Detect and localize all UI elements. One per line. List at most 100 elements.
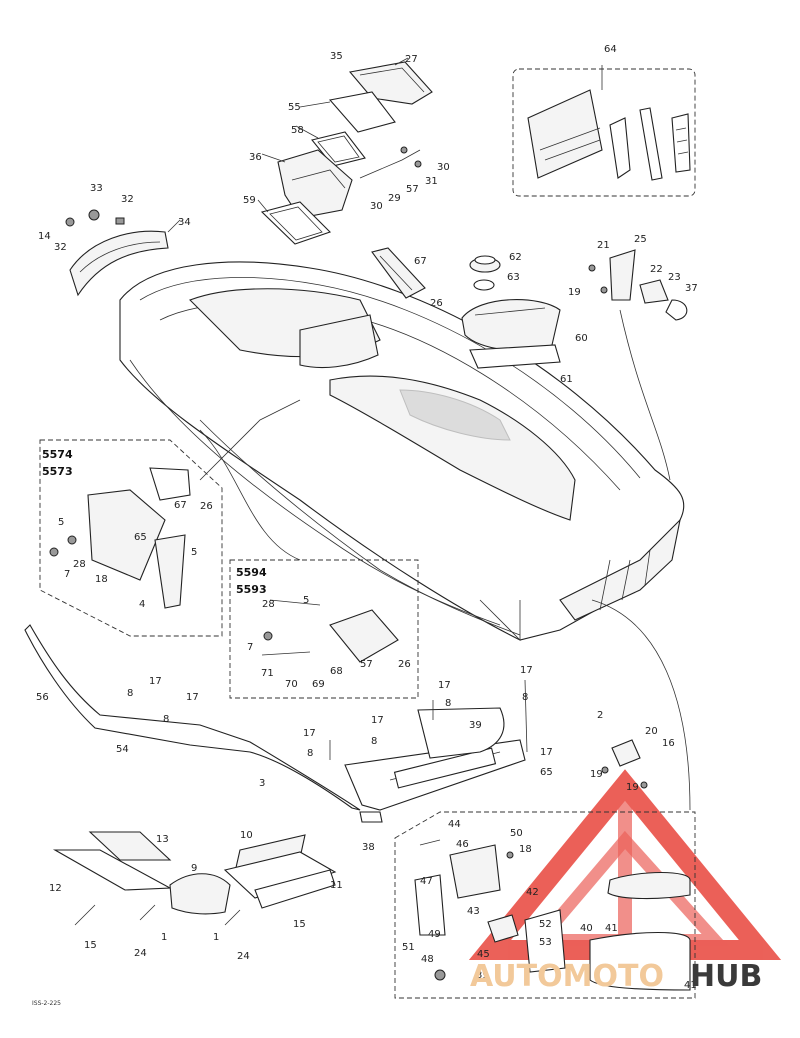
model-box-center <box>229 559 419 699</box>
callout: 46 <box>456 839 469 850</box>
callout: 55 <box>288 102 301 113</box>
callout: 71 <box>261 668 274 679</box>
callout: 50 <box>510 828 523 839</box>
callout: 5 <box>191 547 197 558</box>
clip-38 <box>359 811 383 823</box>
model-label: 5594 <box>236 566 267 579</box>
callout: 70 <box>285 679 298 690</box>
callout: 34 <box>178 217 191 228</box>
callout: 51 <box>402 942 415 953</box>
watermark-brand: AUTOMOTO <box>470 959 664 994</box>
callout: 30 <box>370 201 383 212</box>
callout: 37 <box>685 283 698 294</box>
leader-lines <box>167 57 691 811</box>
callout: 32 <box>54 242 67 253</box>
callout: 57 <box>360 659 373 670</box>
callout: 17 <box>438 680 451 691</box>
tray-60-61 <box>461 299 561 369</box>
drawing-reference: ISS-2-225 <box>32 1000 61 1007</box>
eyelet-22-23-37 <box>639 279 688 321</box>
callout: 3 <box>259 778 265 789</box>
callout: 63 <box>507 272 520 283</box>
watermark-brand-suffix: HUB <box>690 959 762 994</box>
part-20-16 <box>601 739 648 789</box>
callout: 15 <box>84 940 97 951</box>
callout: 22 <box>650 264 663 275</box>
watermark-text: AUTOMOTO HUB <box>470 959 762 994</box>
callout: 8 <box>445 698 451 709</box>
gasket-59 <box>260 201 332 245</box>
callout: 8 <box>307 748 313 759</box>
callout: 31 <box>425 176 438 187</box>
callout: 36 <box>249 152 262 163</box>
callout: 42 <box>526 887 539 898</box>
callout: 19 <box>568 287 581 298</box>
callout: 52 <box>539 919 552 930</box>
callout: 25 <box>634 234 647 245</box>
callout-numbers: 35 27 64 55 58 36 30 31 57 29 30 59 33 3… <box>36 44 698 991</box>
callout: 45 <box>477 949 490 960</box>
callout: 4 <box>139 599 145 610</box>
model-label: 5574 <box>42 448 73 461</box>
callout: 33 <box>90 183 103 194</box>
callout: 9 <box>191 863 197 874</box>
callout: 5 <box>303 595 309 606</box>
callout: 28 <box>262 599 275 610</box>
lid-55 <box>328 91 396 133</box>
callout: 8 <box>163 714 169 725</box>
callout: 7 <box>247 642 253 653</box>
footrest-parts <box>52 831 337 926</box>
callout: 16 <box>662 738 675 749</box>
hull-body <box>119 261 685 641</box>
callout: 65 <box>134 532 147 543</box>
callout: 53 <box>539 937 552 948</box>
callout: 41 <box>605 923 618 934</box>
bracket-25 <box>588 249 636 301</box>
callout: 60 <box>575 333 588 344</box>
callout: 26 <box>398 659 411 670</box>
callout: 69 <box>312 679 325 690</box>
callout: 26 <box>430 298 443 309</box>
callout: 10 <box>240 830 253 841</box>
callout: 67 <box>414 256 427 267</box>
model-label: 5573 <box>42 465 73 478</box>
callout: 39 <box>469 720 482 731</box>
detail-box-right <box>394 811 696 999</box>
callout: 18 <box>519 844 532 855</box>
callout: 2 <box>597 710 603 721</box>
callout: 62 <box>509 252 522 263</box>
callout: 43 <box>467 906 480 917</box>
callout: 56 <box>36 692 49 703</box>
callout: 17 <box>186 692 199 703</box>
rub-rail-left <box>24 624 361 811</box>
callout: 64 <box>604 44 617 55</box>
callout: 41 <box>684 980 697 991</box>
callout: 23 <box>668 272 681 283</box>
storage-bin-36 <box>277 149 353 219</box>
callout: 20 <box>645 726 658 737</box>
callout: 38 <box>362 842 375 853</box>
callout: 57 <box>406 184 419 195</box>
callout: 59 <box>243 195 256 206</box>
vent-26 <box>371 247 426 299</box>
callout: 39 <box>476 970 489 981</box>
callout: 28 <box>73 559 86 570</box>
callout: 18 <box>95 574 108 585</box>
callout: 17 <box>303 728 316 739</box>
callout: 68 <box>330 666 343 677</box>
callout: 19 <box>590 769 603 780</box>
callout: 61 <box>560 374 573 385</box>
handle-34 <box>65 209 169 297</box>
callout: 26 <box>200 501 213 512</box>
callout: 8 <box>371 736 377 747</box>
tool-kit-box <box>512 68 696 197</box>
callout: 27 <box>405 54 418 65</box>
callout: 40 <box>580 923 593 934</box>
callout: 1 <box>213 932 219 943</box>
decal-39 <box>417 707 505 759</box>
callout: 13 <box>156 834 169 845</box>
callout: 44 <box>448 819 461 830</box>
callout: 12 <box>49 883 62 894</box>
callout: 1 <box>161 932 167 943</box>
